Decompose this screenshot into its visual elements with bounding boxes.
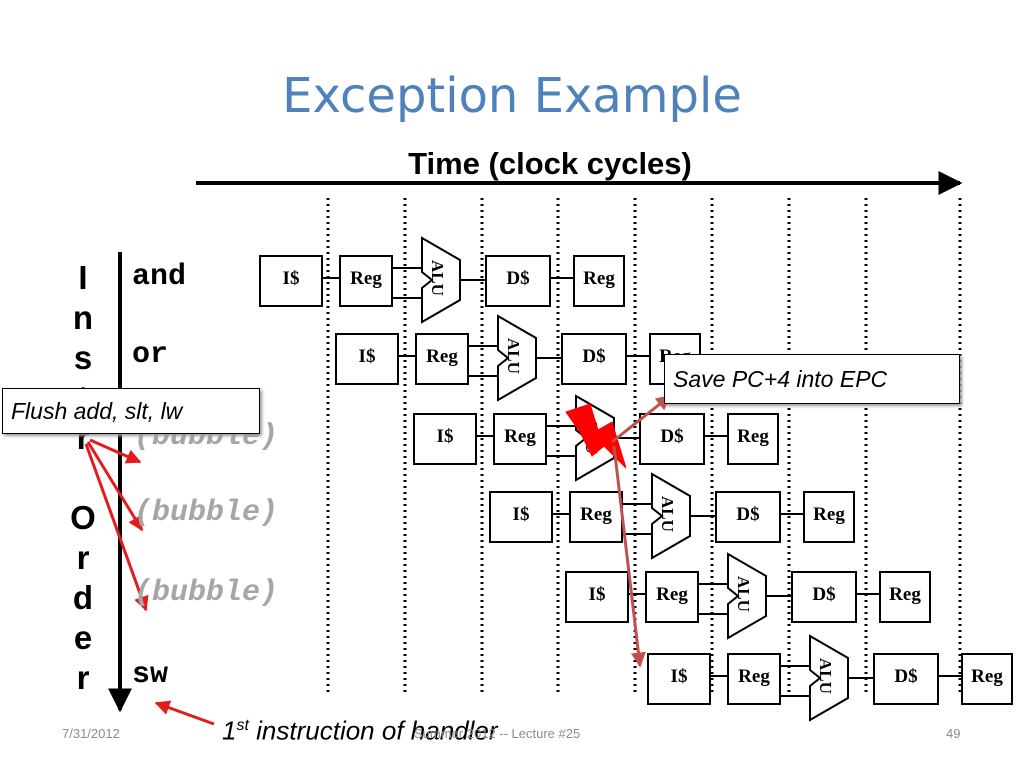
alu-shape — [651, 472, 691, 560]
regfile-box-label: Reg — [426, 346, 458, 367]
imem-box — [489, 491, 553, 543]
pipeline-rows: I$RegALUD$RegI$RegALUD$RegI$RegALUD$RegI… — [259, 236, 1013, 722]
alu-label: ALU — [658, 496, 677, 532]
writeback-reg-box-label: Reg — [971, 666, 1003, 687]
dmem-box-label: D$ — [582, 346, 605, 367]
order-letter: I — [78, 259, 88, 296]
regfile-box — [415, 333, 469, 385]
imem-box-label: I$ — [513, 504, 530, 525]
dmem-box-label: D$ — [660, 426, 683, 447]
order-letter: O — [70, 499, 96, 536]
instruction-bubble: (bubble) — [134, 496, 279, 530]
footer-date: 7/31/2012 — [62, 726, 120, 741]
dmem-box — [873, 653, 939, 705]
writeback-reg-box-label: Reg — [583, 268, 615, 289]
imem-box-label: I$ — [437, 426, 454, 447]
handler-note-main: 1 — [222, 715, 237, 746]
alu-shape — [497, 314, 537, 402]
order-letter: s — [73, 339, 93, 376]
epc-arrows — [611, 394, 672, 668]
alu-label: ALU — [428, 260, 447, 296]
writeback-reg-box — [803, 491, 855, 543]
imem-box-label: I$ — [359, 346, 376, 367]
dmem-box-label: D$ — [812, 584, 835, 605]
footer-lecture: Summer 2012 -- Lecture #25 — [414, 726, 581, 741]
regfile-box — [727, 653, 781, 705]
exception-lightning-icon — [565, 403, 627, 469]
flush-arrows — [84, 438, 149, 612]
instruction-sw: sw — [132, 658, 169, 692]
regfile-box-label: Reg — [738, 666, 770, 687]
instruction-bubble: (bubble) — [134, 576, 279, 610]
dmem-box — [791, 571, 857, 623]
alu-label: ALU — [504, 338, 523, 374]
imem-box-label: I$ — [589, 584, 606, 605]
slide-title: Exception Example — [282, 68, 742, 124]
order-letter: r — [76, 659, 90, 696]
order-letter: e — [73, 619, 93, 656]
dmem-box-label: D$ — [736, 504, 759, 525]
regfile-box — [339, 255, 393, 307]
dmem-box — [561, 333, 627, 385]
flush-callout: Flush add, slt, lw — [2, 388, 260, 434]
alu-shape — [809, 634, 849, 722]
regfile-box — [645, 571, 699, 623]
order-letter: r — [76, 539, 90, 576]
alu-label: ALU — [816, 658, 835, 694]
writeback-reg-box-label: Reg — [737, 426, 769, 447]
epc-callout: Save PC+4 into EPC — [664, 354, 960, 404]
pipeline-row: I$ Reg ALU D$ Reg — [259, 236, 625, 324]
regfile-box-label: Reg — [350, 268, 382, 289]
alu-shape — [727, 552, 767, 640]
imem-box — [335, 333, 399, 385]
regfile-box — [569, 491, 623, 543]
regfile-box — [493, 413, 547, 465]
alu-shape — [421, 236, 461, 324]
instruction-order-label: I n s t r O r d e r — [68, 258, 98, 718]
order-letter: n — [72, 299, 94, 336]
footer-page-number: 49 — [946, 726, 961, 741]
dmem-box — [639, 413, 705, 465]
dmem-box — [715, 491, 781, 543]
imem-box — [259, 255, 323, 307]
regfile-box-label: Reg — [656, 584, 688, 605]
writeback-reg-box — [879, 571, 931, 623]
writeback-reg-box — [727, 413, 779, 465]
pipeline-row: I$ Reg ALU D$ Reg — [489, 472, 855, 560]
dmem-box — [485, 255, 551, 307]
dmem-box-label: D$ — [894, 666, 917, 687]
imem-box — [565, 571, 629, 623]
handler-arrow — [154, 700, 215, 726]
regfile-box-label: Reg — [504, 426, 536, 447]
imem-box-label: I$ — [283, 268, 300, 289]
handler-note-rest: instruction of handler — [248, 715, 498, 746]
imem-box-label: I$ — [671, 666, 688, 687]
writeback-reg-box-label: Reg — [813, 504, 845, 525]
pipeline-row: I$ Reg ALU D$ Reg — [565, 552, 931, 640]
order-letter: d — [72, 579, 94, 616]
instruction-or: or — [132, 338, 169, 372]
instruction-and: and — [132, 260, 187, 294]
writeback-reg-box-label: Reg — [889, 584, 921, 605]
writeback-reg-box — [573, 255, 625, 307]
dmem-box-label: D$ — [506, 268, 529, 289]
regfile-box-label: Reg — [580, 504, 612, 525]
writeback-reg-box — [961, 653, 1013, 705]
imem-box — [413, 413, 477, 465]
alu-label: ALU — [734, 576, 753, 612]
time-axis-label: Time (clock cycles) — [408, 146, 692, 181]
handler-note: 1st instruction of handler — [222, 708, 498, 749]
imem-box — [647, 653, 711, 705]
handler-note-sup: st — [236, 717, 249, 734]
pipeline-row: I$ Reg ALU D$ Reg — [647, 634, 1013, 722]
